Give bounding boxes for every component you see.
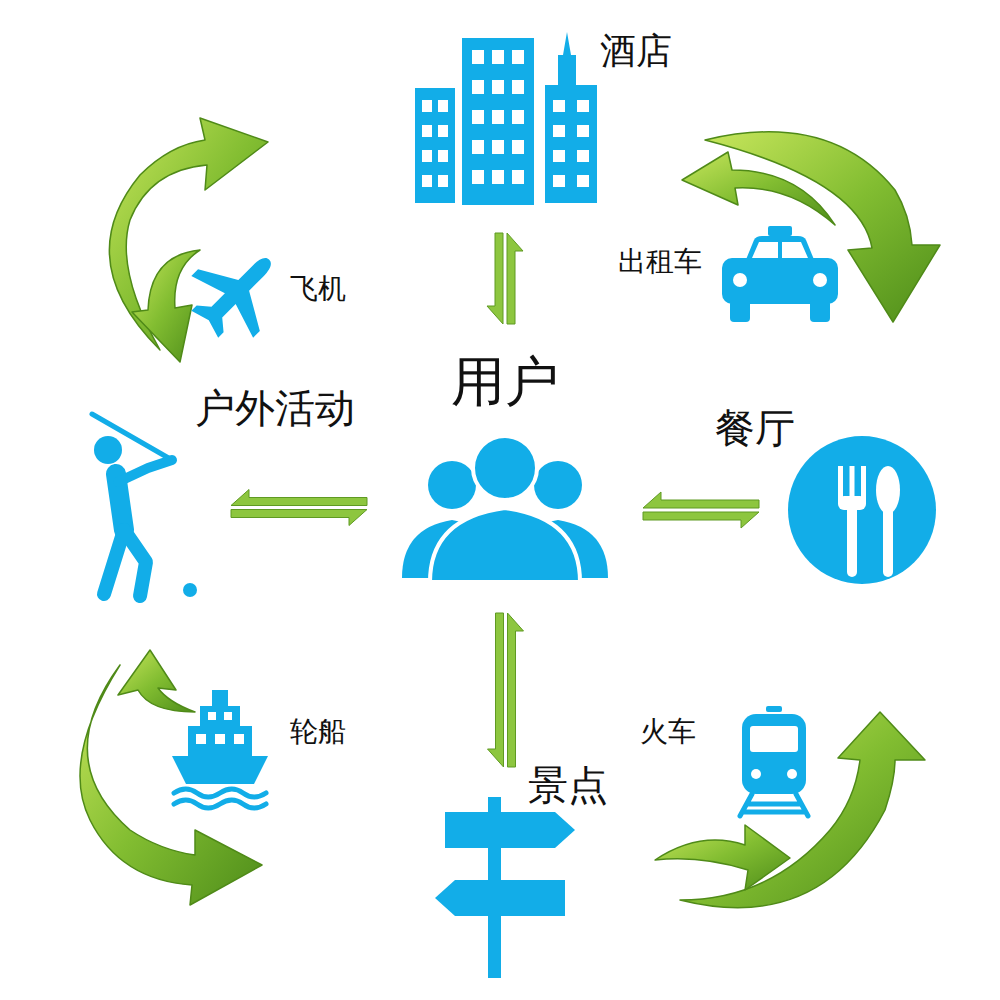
restaurant-icon	[788, 436, 936, 584]
curved-arrows	[80, 118, 940, 908]
node-label: 用户	[395, 354, 615, 408]
waves	[174, 789, 266, 808]
person-head	[428, 461, 476, 509]
hotel-icon	[415, 32, 597, 205]
node-label: 出租车	[618, 248, 702, 276]
arrow-bar	[488, 613, 504, 767]
train-top	[766, 706, 782, 712]
train-light	[751, 769, 761, 779]
user-node: 用户	[395, 352, 615, 585]
building	[545, 32, 597, 203]
node-label: 户外活动	[195, 388, 355, 428]
arrow-bar	[643, 512, 759, 528]
train-node: 火车	[738, 706, 810, 818]
train-body	[742, 714, 806, 794]
ship-hull	[172, 756, 268, 784]
plane-node: 飞机	[188, 243, 288, 343]
signpost-icon	[435, 797, 575, 978]
node-label: 酒店	[600, 33, 672, 69]
users-icon	[402, 436, 608, 582]
ship-chimney	[212, 690, 228, 706]
arrow-bar	[487, 233, 503, 324]
node-label: 景点	[528, 765, 608, 805]
train-rails	[740, 794, 808, 816]
double-arrow-connector	[643, 492, 759, 528]
golf-ball	[183, 583, 197, 597]
outdoor-node: 户外活动	[78, 430, 203, 602]
node-label: 火车	[640, 718, 696, 746]
arrow-bar	[643, 492, 759, 508]
golfer-icon	[92, 414, 197, 597]
golfer-head	[94, 436, 122, 464]
curved-arrow	[680, 712, 925, 908]
person-head	[473, 436, 537, 500]
spoon-handle	[883, 505, 893, 577]
golfer-arm	[118, 460, 172, 482]
double-arrow-connector	[488, 613, 524, 767]
windows	[422, 50, 589, 187]
arrow-bar	[508, 613, 524, 767]
sign-board	[445, 812, 575, 848]
taxi-light	[813, 273, 827, 287]
fork	[838, 466, 866, 577]
taxi-light	[733, 273, 747, 287]
spoon	[876, 466, 900, 577]
node-label: 餐厅	[715, 408, 795, 448]
taxi-wheel	[730, 300, 750, 322]
node-label: 轮船	[290, 718, 346, 746]
arrow-bar	[231, 490, 367, 506]
train-window	[750, 726, 798, 752]
arrow-bar	[507, 233, 523, 324]
building	[415, 88, 455, 203]
curved-arrow	[118, 650, 195, 712]
taxi-sign	[768, 226, 792, 236]
curved-arrow	[132, 250, 200, 362]
restaurant-circle	[788, 436, 936, 584]
hotel-node: 酒店	[413, 35, 597, 205]
fork-handle	[847, 505, 857, 577]
taxi-body	[722, 258, 838, 304]
arrow-bar	[231, 510, 367, 526]
taxi-node: 出租车	[720, 224, 840, 324]
person-head	[534, 461, 582, 509]
person-body	[430, 508, 580, 582]
plane-icon	[174, 229, 300, 355]
ship-node: 轮船	[170, 688, 270, 806]
double-arrow-connector	[231, 490, 367, 526]
train-icon	[740, 706, 808, 816]
golfer-leg	[104, 530, 124, 594]
ship-windows	[196, 712, 244, 744]
node-label: 飞机	[290, 275, 346, 303]
ship-icon	[172, 690, 268, 808]
curved-arrow	[655, 825, 790, 890]
curved-arrow	[682, 152, 835, 225]
ship-cabin	[200, 706, 240, 726]
taxi-icon	[722, 226, 838, 322]
scenic-node: 景点	[433, 795, 578, 980]
restaurant-node: 餐厅	[787, 435, 937, 585]
sign-board	[435, 880, 565, 916]
train-light	[787, 769, 797, 779]
double-arrow-connector	[487, 233, 523, 324]
taxi-window	[752, 242, 808, 258]
golfer-leg	[124, 530, 146, 596]
taxi-wheel	[810, 300, 830, 322]
curved-arrow	[705, 132, 940, 322]
